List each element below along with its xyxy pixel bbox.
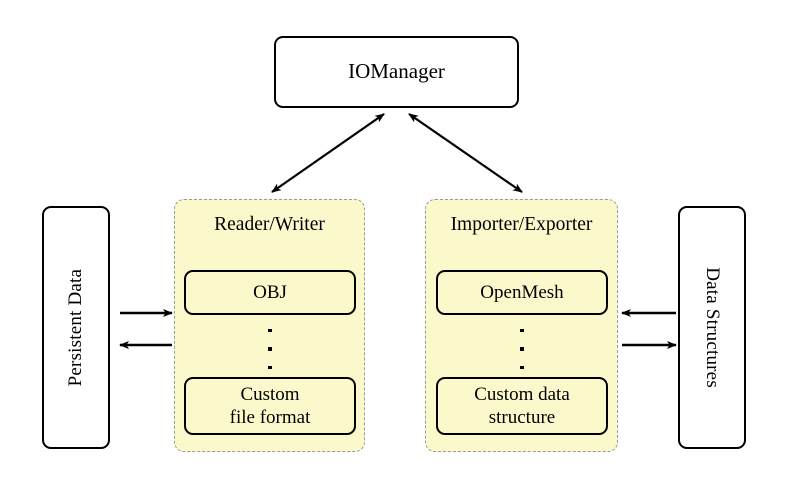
vertical-ellipsis-icon bbox=[516, 329, 528, 369]
custom-file-format-line2: file format bbox=[229, 407, 311, 428]
custom-file-format-line1: Custom bbox=[240, 383, 300, 405]
io-manager-label: IOManager bbox=[348, 59, 445, 84]
openmesh-label: OpenMesh bbox=[480, 281, 564, 303]
node-obj[interactable]: OBJ bbox=[184, 270, 356, 315]
node-custom-file-format[interactable]: Custom file format bbox=[184, 377, 356, 435]
node-persistent-data[interactable]: Persistent Data bbox=[42, 206, 110, 449]
node-openmesh[interactable]: OpenMesh bbox=[436, 270, 608, 315]
custom-data-structure-line2: structure bbox=[488, 407, 556, 428]
connector-iomanager-importerexporter bbox=[408, 113, 523, 193]
connector-iomanager-readerwriter bbox=[271, 113, 385, 193]
custom-file-format-label: Custom file format bbox=[230, 383, 311, 429]
node-custom-data-structure[interactable]: Custom data structure bbox=[436, 377, 608, 435]
vertical-ellipsis-icon bbox=[264, 329, 276, 369]
group-reader-writer-title: Reader/Writer bbox=[214, 214, 325, 235]
node-data-structures[interactable]: Data Structures bbox=[678, 206, 746, 449]
persistent-data-label: Persistent Data bbox=[65, 268, 87, 387]
group-importer-exporter-title: Importer/Exporter bbox=[450, 214, 593, 235]
custom-data-structure-label: Custom data structure bbox=[474, 383, 570, 429]
data-structures-label: Data Structures bbox=[701, 267, 723, 388]
obj-label: OBJ bbox=[253, 281, 287, 303]
node-io-manager[interactable]: IOManager bbox=[274, 36, 519, 108]
custom-data-structure-line1: Custom data bbox=[474, 383, 570, 405]
